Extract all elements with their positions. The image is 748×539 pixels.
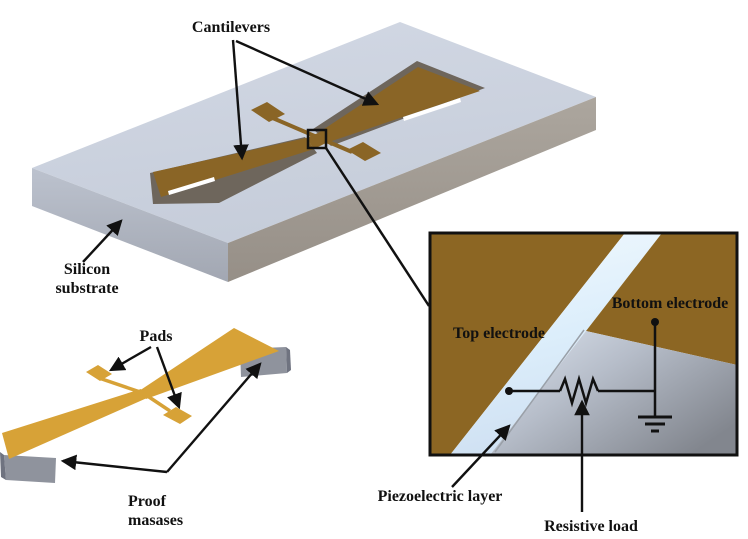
ground-symbol	[638, 415, 672, 433]
label-silicon-substrate-line2: substrate	[55, 280, 119, 297]
label-bottom-electrode: Bottom electrode	[611, 295, 729, 312]
released-device	[0, 328, 291, 483]
contact-pad-bottom	[347, 142, 381, 161]
label-proof-masses-line2: masases	[128, 512, 184, 529]
arrow-silicon-substrate	[82, 219, 123, 263]
gold-trace	[98, 376, 171, 413]
label-pads: Pads	[139, 328, 173, 345]
top-electrode-region	[431, 234, 625, 454]
gold-cantilever-right	[139, 328, 279, 399]
proof-mass-right-side	[286, 347, 291, 373]
arrow-pad-left	[108, 345, 152, 372]
label-silicon-substrate: Silicon substrate	[55, 260, 118, 298]
arrow-cantilever-left	[231, 39, 249, 161]
release-slit-right	[403, 98, 461, 121]
substrate-front-right-face	[228, 97, 596, 282]
inset-detail	[431, 234, 736, 454]
gold-cantilever-left	[2, 389, 147, 459]
label-proof-masses-line1: Proof	[128, 493, 166, 510]
label-resistive-load: Resistive load	[544, 518, 638, 535]
arrow-proof-mass-left	[60, 454, 168, 474]
load-circuit	[505, 318, 672, 433]
bottom-electrode-region	[586, 234, 736, 365]
release-slit-left	[168, 177, 215, 195]
proof-mass-left-side	[0, 452, 6, 480]
silicon-wedge	[490, 331, 736, 454]
label-cantilevers: Cantilevers	[191, 19, 271, 36]
inset-leader-line	[324, 147, 431, 307]
inspection-square	[306, 128, 328, 150]
gold-pad-top	[86, 365, 112, 381]
arrow-piezoelectric-layer	[451, 424, 511, 488]
inset-border	[428, 231, 739, 457]
label-proof-masses: Proof masases	[128, 492, 183, 530]
cantilever-right	[318, 67, 480, 143]
substrate-front-left-face	[32, 168, 228, 282]
annotation-arrows	[60, 39, 590, 512]
electrode-trace	[267, 114, 353, 154]
cantilever-left	[153, 138, 314, 197]
proof-mass-left	[4, 455, 56, 483]
cantilever-device	[150, 61, 485, 204]
label-silicon-substrate-line1: Silicon	[63, 261, 111, 278]
arrow-cantilever-right	[235, 39, 380, 106]
piezoelectric-band	[450, 234, 662, 454]
resistor-symbol	[558, 374, 600, 408]
arrow-proof-mass-right	[166, 362, 262, 473]
gold-pad-bottom	[163, 407, 192, 424]
label-piezoelectric-layer: Piezoelectric layer	[377, 488, 503, 505]
label-top-electrode: Top electrode	[453, 325, 545, 342]
arrow-pad-bottom	[155, 346, 182, 410]
contact-pad-top	[251, 102, 285, 122]
